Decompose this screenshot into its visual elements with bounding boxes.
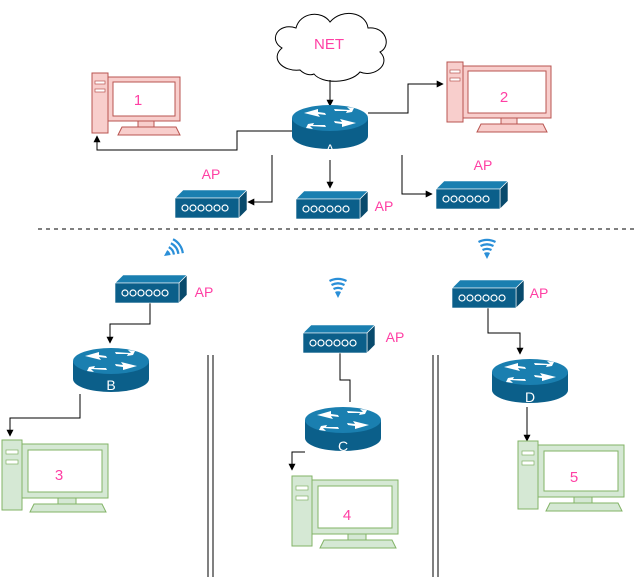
connectors (6, 80, 531, 471)
computer-4-label: 4 (343, 507, 351, 524)
edge-ap4-b (106, 303, 151, 344)
cloud-label: NET (314, 36, 344, 53)
access-point-1: AP (174, 166, 248, 219)
edge-a-pc2 (368, 80, 444, 114)
router-d-label: D (525, 389, 535, 405)
ap6-label: AP (530, 285, 549, 301)
ap2-label: AP (375, 198, 394, 214)
router-a: A (292, 105, 368, 157)
access-point-6: AP (451, 279, 549, 309)
edge-a-ap3 (401, 155, 433, 198)
edge-a-pc1 (93, 130, 294, 151)
wifi-icon (329, 277, 347, 298)
access-point-4: AP (114, 274, 214, 304)
edge-ap6-d (487, 307, 524, 355)
computer-4: 4 (291, 475, 399, 549)
computer-5-label: 5 (570, 469, 578, 486)
router-b-label: B (106, 377, 115, 393)
router-b: B (73, 348, 149, 393)
computer-2-label: 2 (500, 89, 508, 106)
edge-c-pc4 (288, 451, 305, 471)
router-a-label: A (325, 141, 335, 157)
access-point-3: AP (435, 157, 509, 210)
computer-3: 3 (1, 439, 109, 513)
ap1-label: AP (202, 166, 221, 182)
computer-5: 5 (517, 440, 625, 512)
computer-2: 2 (446, 61, 552, 133)
ap4-label: AP (195, 284, 214, 300)
wifi-icon (164, 238, 184, 256)
router-c-label: C (338, 438, 348, 454)
edge-a-ap1 (247, 155, 273, 206)
edge-ap5-c (339, 353, 351, 402)
router-d: D (492, 359, 568, 405)
ap3-label: AP (474, 157, 493, 173)
wifi-icon (478, 238, 496, 259)
access-point-5: AP (302, 324, 405, 354)
cloud-net: NET (275, 13, 387, 82)
edge-b-pc3 (6, 394, 81, 437)
router-c: C (305, 407, 381, 454)
computer-1-label: 1 (134, 92, 142, 109)
computer-3-label: 3 (55, 467, 63, 484)
computer-1: 1 (91, 72, 181, 136)
ap5-label: AP (386, 329, 405, 345)
access-point-2: AP (295, 190, 394, 220)
